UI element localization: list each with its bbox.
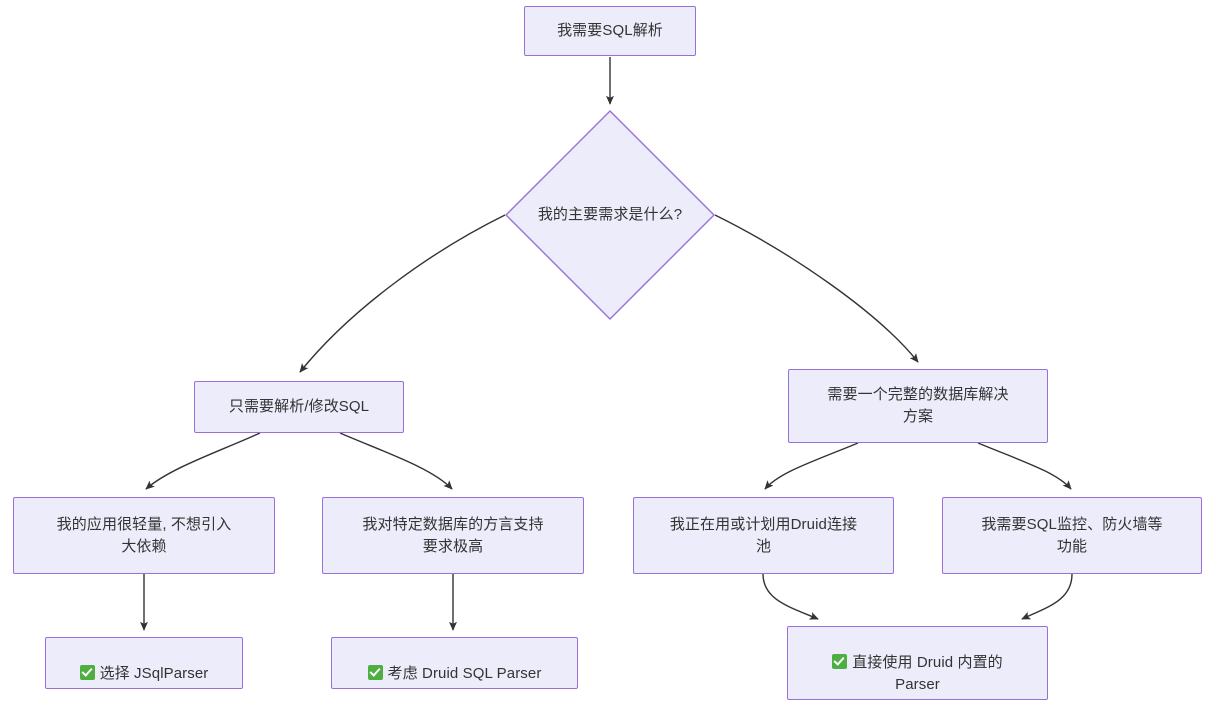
node-start[interactable]: 我需要SQL解析 (524, 6, 696, 56)
node-cond-dialect[interactable]: 我对特定数据库的方言支持 要求极高 (322, 497, 584, 574)
node-branch-full-label: 需要一个完整的数据库解决 方案 (827, 386, 1009, 425)
node-cond-monitor-label: 我需要SQL监控、防火墙等 功能 (981, 515, 1163, 555)
node-decision[interactable]: 我的主要需求是什么? (505, 110, 715, 320)
node-branch-parse[interactable]: 只需要解析/修改SQL (194, 381, 404, 433)
node-cond-monitor[interactable]: 我需要SQL监控、防火墙等 功能 (942, 497, 1202, 574)
node-result-jsqlparser-label: 选择 JSqlParser (70, 641, 219, 685)
node-result-druid-builtin-text: 直接使用 Druid 内置的 Parser (852, 654, 1003, 693)
node-cond-pool-label: 我正在用或计划用Druid连接 池 (669, 515, 858, 555)
node-cond-lightweight-label: 我的应用很轻量, 不想引入 大依赖 (56, 515, 232, 555)
node-result-druid-parser-label: 考虑 Druid SQL Parser (358, 641, 552, 685)
node-result-druid-builtin[interactable]: 直接使用 Druid 内置的 Parser (787, 626, 1048, 700)
node-decision-label: 我的主要需求是什么? (537, 206, 683, 223)
node-result-druid-parser-text: 考虑 Druid SQL Parser (387, 665, 542, 682)
node-result-druid-parser[interactable]: 考虑 Druid SQL Parser (331, 637, 578, 689)
check-icon (367, 665, 383, 680)
edge-branch-full-to-cond-monitor (977, 442, 1072, 490)
edge-cond-monitor-to-result-druid-builtin (1021, 573, 1073, 620)
diamond-shape (505, 110, 715, 320)
edge-decision-to-branch-full (714, 214, 919, 363)
check-icon (79, 665, 95, 680)
edge-cond-pool-to-result-druid-builtin (762, 573, 819, 620)
node-branch-full[interactable]: 需要一个完整的数据库解决 方案 (788, 369, 1048, 443)
node-result-jsqlparser-text: 选择 JSqlParser (99, 665, 209, 682)
node-result-druid-builtin-label: 直接使用 Druid 内置的 Parser (822, 630, 1013, 696)
node-branch-parse-label: 只需要解析/修改SQL (228, 398, 370, 415)
node-cond-pool[interactable]: 我正在用或计划用Druid连接 池 (633, 497, 894, 574)
node-cond-lightweight[interactable]: 我的应用很轻量, 不想引入 大依赖 (13, 497, 275, 574)
edge-branch-full-to-cond-pool (764, 442, 859, 490)
edge-branch-parse-to-cond-lightweight (145, 432, 261, 490)
edge-branch-parse-to-cond-dialect (339, 432, 453, 490)
edge-decision-to-branch-parse (299, 214, 506, 373)
node-cond-dialect-label: 我对特定数据库的方言支持 要求极高 (362, 515, 544, 555)
node-start-label: 我需要SQL解析 (557, 22, 663, 39)
node-result-jsqlparser[interactable]: 选择 JSqlParser (45, 637, 243, 689)
check-icon (832, 654, 848, 669)
